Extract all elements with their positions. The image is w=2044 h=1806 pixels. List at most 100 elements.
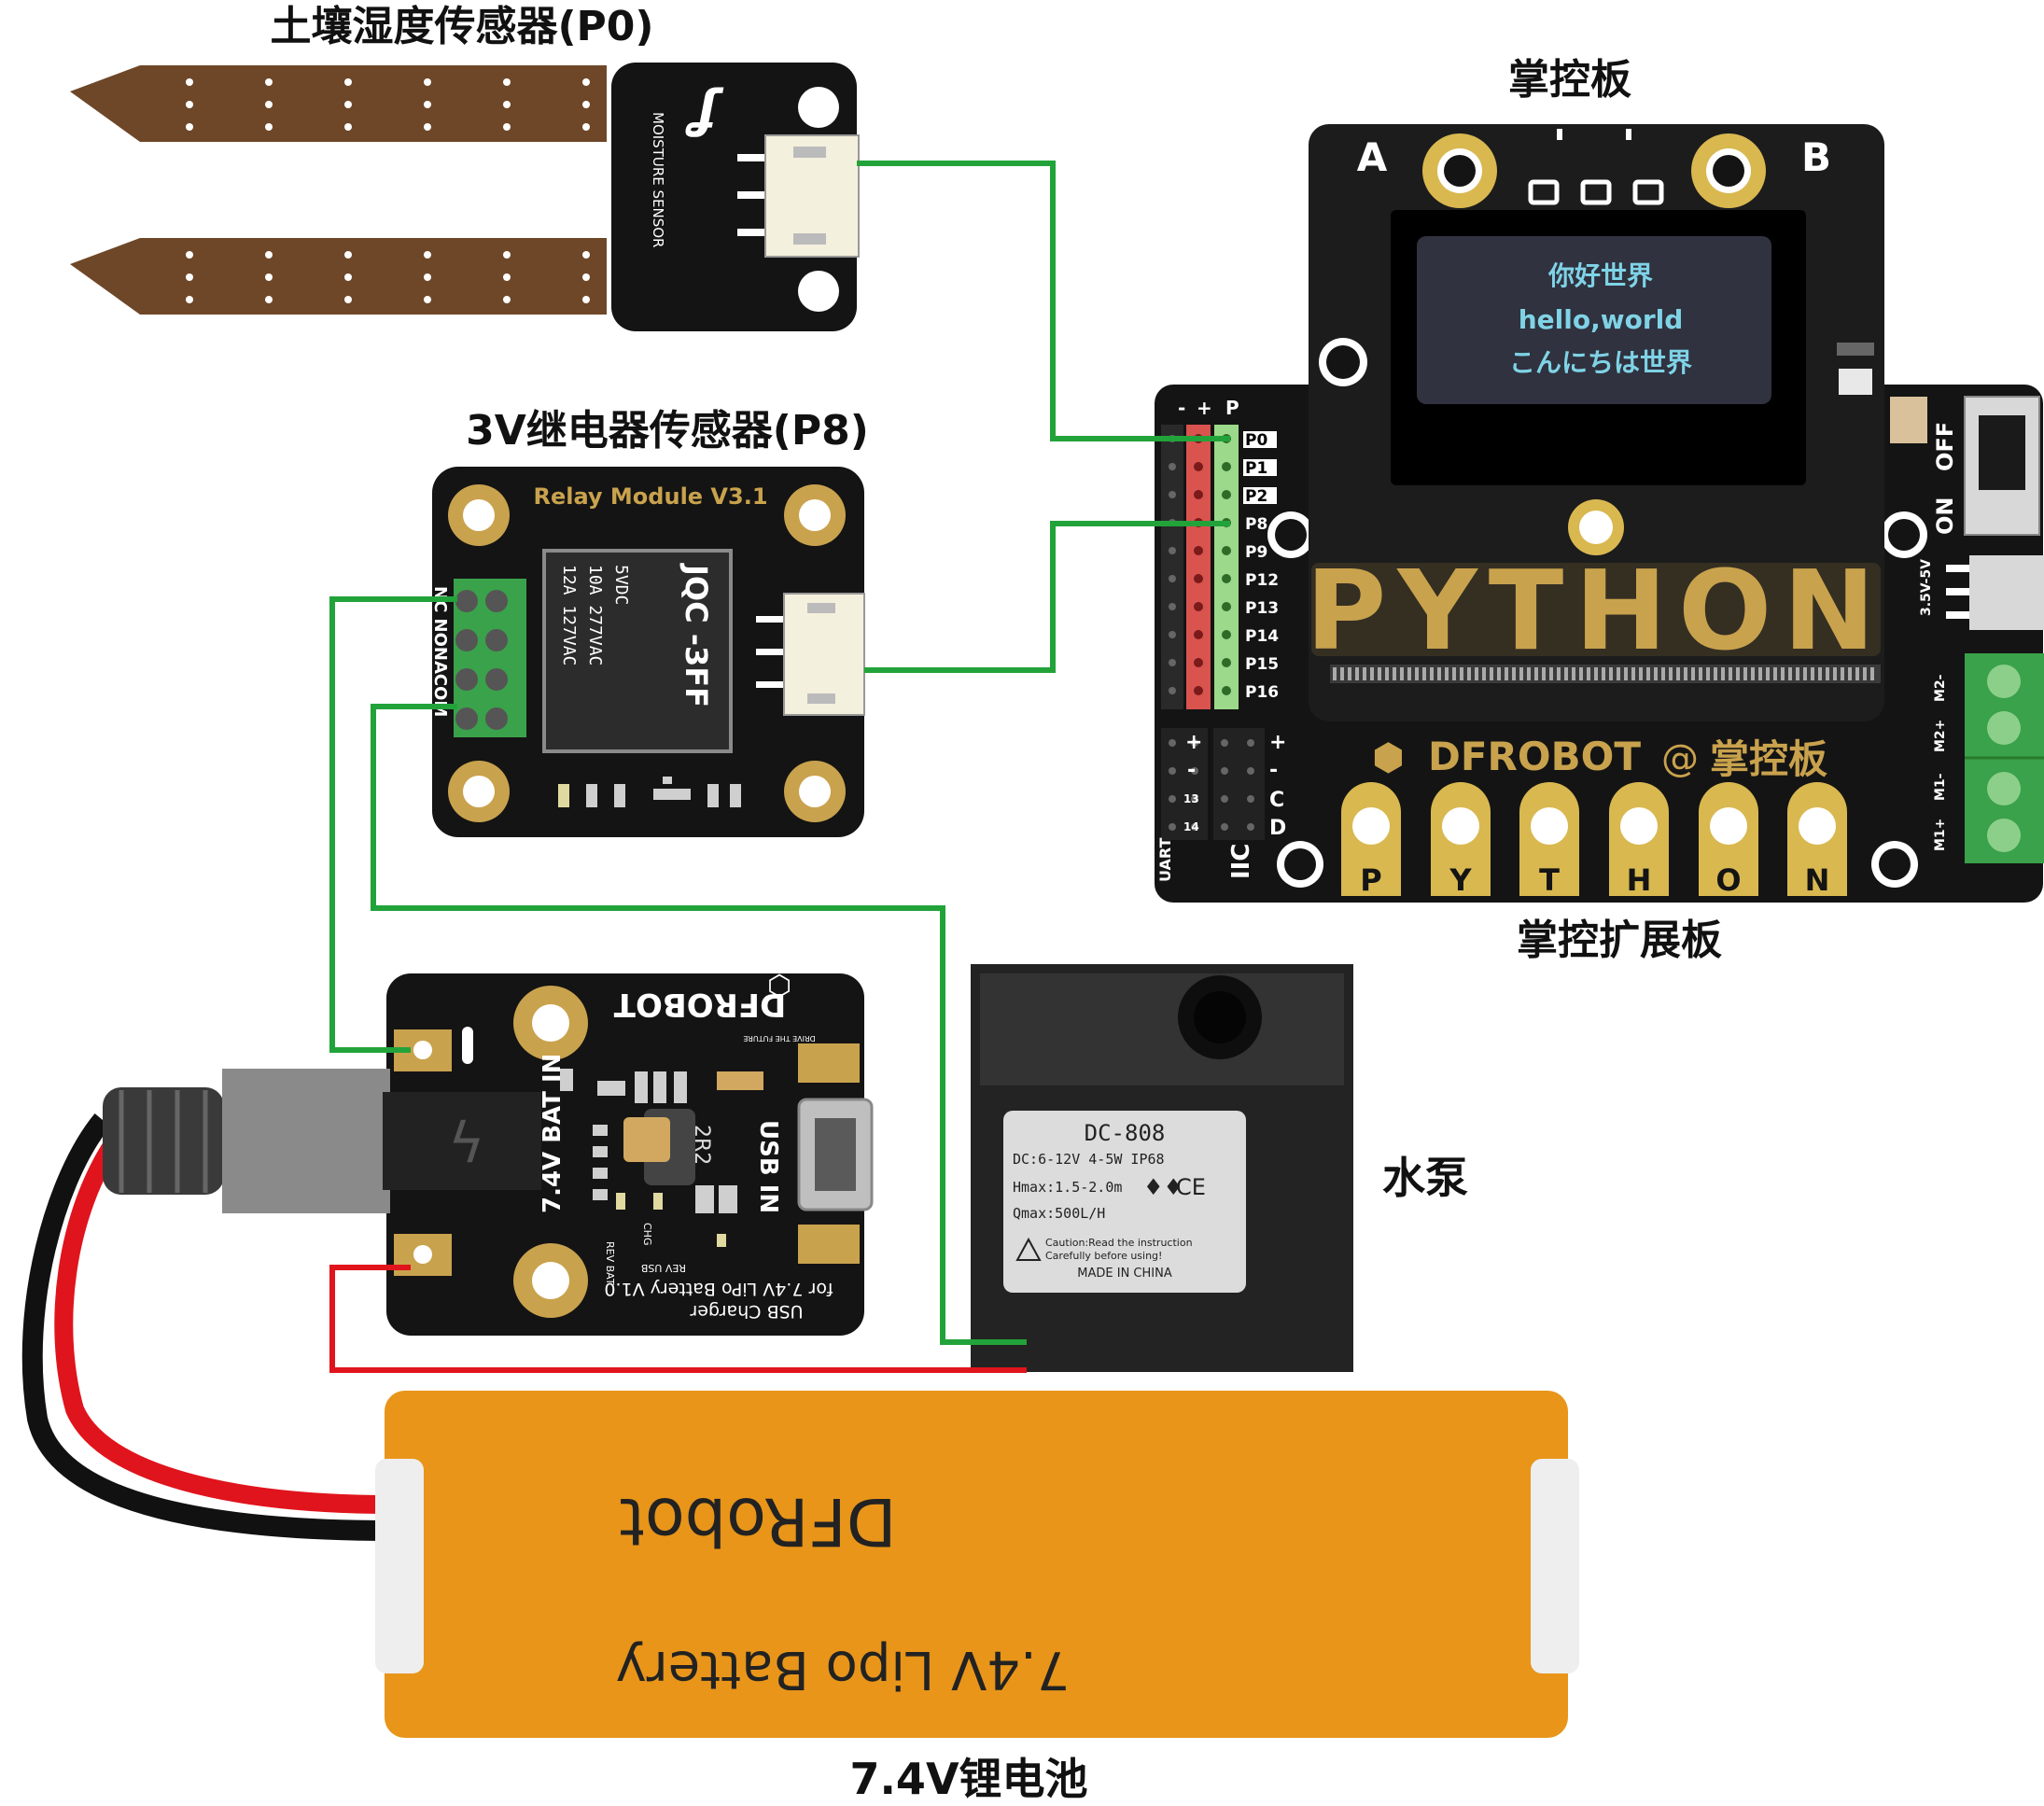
pin-label-p12: P12 [1245, 571, 1279, 590]
mount-hole [798, 87, 839, 128]
iic-label: IIC [1227, 844, 1255, 879]
header-plus: + [1197, 397, 1212, 419]
dfrobot-badge-icon: ⬡ [767, 970, 791, 1002]
uart-iic-headers [1161, 728, 1265, 840]
relay-spec-3: 12A 127VAC [559, 565, 579, 665]
motor-m2-plus: M2+ [1933, 720, 1948, 752]
touch-label-y: Y [1449, 862, 1472, 898]
usb-pad [798, 1043, 860, 1083]
wire-relay-to-p8 [864, 521, 1230, 673]
relay-screw-terminal [454, 579, 526, 737]
uart-label: UART [1156, 838, 1174, 882]
motor-terminals [1965, 653, 2044, 863]
battery-terminal-left [375, 1459, 424, 1673]
battery-terminal-right [1531, 1459, 1579, 1673]
battery-body [385, 1391, 1568, 1738]
warning-icon [1015, 1237, 1042, 1261]
wire-relay-com-to-pump [371, 704, 1027, 1345]
water-pump: DC-808 DC:6-12V 4-5W IP68 Hmax:1.5-2.0m … [971, 964, 1353, 1372]
usb-charger: DFROBOT ⬡ DRIVE THE FUTURE 2R2 7.4V BAT … [386, 970, 874, 1336]
mainboard-label: 掌控板 [1508, 56, 1631, 104]
pin-label-p13: P13 [1245, 599, 1279, 618]
inductor-label: 2R2 [690, 1125, 713, 1165]
moisture-sensor-text: MOISTURE SENSOR [650, 112, 666, 247]
ic-chip [623, 1117, 670, 1162]
motor-m1-plus: M1+ [1933, 819, 1948, 851]
jst-connector [737, 134, 860, 258]
usb-pad [798, 1225, 860, 1264]
pin-label-column [1243, 431, 1277, 504]
iic-plus-mark: + [1269, 731, 1286, 754]
pump-top [980, 973, 1344, 1085]
pin-label-p2: P2 [1245, 487, 1267, 506]
power-connector [1946, 555, 2044, 630]
jack-body [222, 1069, 390, 1213]
pump-caution-2: Carefully before using! [1045, 1250, 1162, 1262]
status-leds [1528, 129, 1664, 205]
pin-label-p0: P0 [1245, 431, 1267, 450]
switch-on-label: ON [1932, 497, 1958, 536]
swirl-logo-icon: @ [1661, 737, 1699, 780]
motor-m2-minus: M2- [1933, 674, 1948, 702]
relay-module: Relay Module V3.1 JQC -3FF 5VDC 10A 277V… [430, 467, 865, 837]
slide-knob [1890, 397, 1927, 443]
relay-jst-connector [756, 593, 865, 716]
pump-model: DC-808 [1085, 1120, 1166, 1146]
relay-title: Relay Module V3.1 [533, 483, 767, 510]
soil-probe-lower [70, 238, 607, 315]
screen-line-2: hello,world [1519, 304, 1684, 335]
soil-probe-upper [70, 65, 607, 142]
water-drop-icon: ♦♦ [1143, 1174, 1183, 1200]
connection-wires [329, 161, 1230, 1373]
charger-line-1: for 7.4V LiPo Battery V1.0 [604, 1279, 833, 1299]
python-logo: PYTHON [1306, 546, 1886, 675]
pin-label-p16: P16 [1245, 683, 1279, 702]
rev-usb-label: REV USB [641, 1262, 686, 1274]
pin-label-p9: P9 [1245, 543, 1267, 562]
switch-toggle[interactable] [1979, 415, 2025, 490]
touch-label-t: T [1539, 862, 1560, 898]
screen-line-1: 你好世界 [1547, 260, 1653, 291]
relay-part-number: JQC -3FF [679, 563, 714, 707]
soil-sensor-label: 土壤湿度传感器(P0) [270, 3, 653, 50]
probe-dots [186, 78, 590, 303]
button-a-label: A [1357, 134, 1388, 180]
relay-coil-block [542, 549, 733, 753]
touch-label-n: N [1805, 862, 1830, 898]
controller-board: A B 你好世界 hello,world こんにちは世界 PYTHON DFRO… [1306, 124, 1886, 898]
pin-label-p15: P15 [1245, 655, 1279, 674]
red-wire [54, 1133, 393, 1514]
soil-sensor-head [611, 63, 857, 331]
touch-label-o: O [1715, 862, 1741, 898]
wire-charger-to-pump-red [329, 1265, 1027, 1373]
screen-line-3: こんにちは世界 [1509, 347, 1692, 378]
relay-mount-holes [448, 484, 846, 822]
pump-label [1003, 1111, 1246, 1293]
battery-cable: ϟ [21, 1069, 541, 1541]
mount-hole [798, 271, 839, 312]
touch-label-p: P [1360, 862, 1381, 898]
rev-bat-label: REV BAT [604, 1241, 616, 1285]
relay-spec-1: 5VDC [611, 565, 631, 605]
python-logo-bg [1311, 563, 1881, 656]
header-signal: P [1225, 397, 1239, 419]
uart-minus-mark: - [1187, 759, 1196, 782]
touch-pads [1341, 782, 1847, 896]
relay-sensor-label: 3V继电器传感器(P8) [466, 407, 869, 455]
iic-d-mark: D [1269, 817, 1286, 840]
pin-label-p8: P8 [1245, 515, 1267, 534]
smd-part [1839, 369, 1872, 395]
motor-m1-minus: M1- [1933, 773, 1948, 801]
battery-brand: DFRobot [619, 1483, 896, 1560]
relay-spec-2: 10A 277VAC [585, 565, 605, 665]
jack-strain-relief [103, 1087, 224, 1195]
pump-spec-1: DC:6-12V 4-5W IP68 [1013, 1151, 1165, 1168]
lightning-icon: ϟ [448, 1111, 485, 1176]
dfrobot-brand: DFROBOT [1428, 734, 1641, 779]
pump-caution-1: Caution:Read the instruction [1045, 1237, 1193, 1249]
ce-mark-icon: CE [1176, 1174, 1206, 1200]
iic-minus-mark: - [1269, 759, 1278, 782]
chg-label: CHG [641, 1223, 653, 1245]
iic-c-mark: C [1269, 789, 1284, 812]
relay-terminal-labels: NC NONACOM [430, 586, 450, 717]
